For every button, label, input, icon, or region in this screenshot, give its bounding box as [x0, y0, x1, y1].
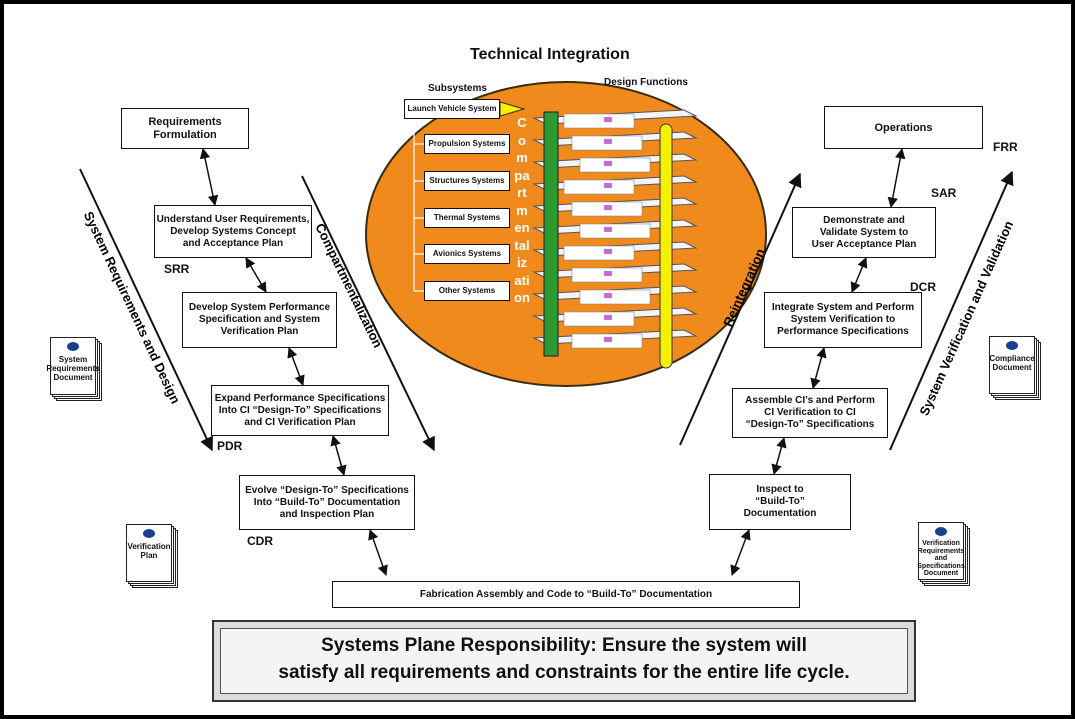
responsibility-banner: Systems Plane Responsibility: Ensure the…: [212, 620, 916, 702]
box-assemble-cis: Assemble CI’s and Perform CI Verificatio…: [732, 388, 888, 438]
box-evolve-design-to: Evolve “Design-To” Specifications Into “…: [239, 475, 415, 530]
design-plane-marker: [604, 161, 612, 166]
box-demonstrate-validate: Demonstrate and Validate System to User …: [792, 207, 936, 258]
box-operations: Operations: [824, 106, 983, 149]
link-r1: [730, 529, 751, 576]
doc-verification-plan: Verification Plan: [126, 524, 178, 588]
box-integrate-system: Integrate System and Perform System Veri…: [764, 292, 922, 348]
doc-system-requirements: System Requirements Document: [46, 337, 102, 401]
doc-verification-requirements: Verification Requirements and Specificat…: [917, 522, 970, 586]
link-l2: [245, 257, 267, 293]
design-functions-header: Design Functions: [604, 77, 688, 88]
doc-label: Compliance Document: [989, 354, 1035, 372]
design-plane-marker: [604, 293, 612, 298]
design-plane-marker: [604, 139, 612, 144]
subsystems-header: Subsystems: [428, 83, 487, 94]
link-r2: [771, 436, 787, 476]
design-plane-face: [563, 245, 635, 261]
link-l1: [199, 147, 219, 207]
design-plane-face: [579, 223, 651, 239]
design-plane-face: [563, 311, 635, 327]
subsystem-thermal: Thermal Systems: [424, 208, 510, 228]
design-plane-face: [563, 179, 635, 195]
milestone-cdr: CDR: [247, 534, 273, 548]
design-plane-marker: [604, 337, 612, 342]
link-r3: [810, 346, 827, 390]
yellow-bar: [659, 123, 673, 369]
milestone-srr: SRR: [164, 262, 190, 276]
doc-compliance: Compliance Document: [989, 336, 1041, 400]
design-plane-face: [579, 157, 651, 173]
box-system-performance-spec: Develop System Performance Specification…: [182, 292, 337, 348]
outer-right-arrow: [889, 170, 1014, 451]
nasa-logo-icon: [67, 342, 79, 351]
doc-label: Verification Requirements and Specificat…: [917, 540, 965, 577]
design-plane-marker: [604, 249, 612, 254]
subsystem-propulsion: Propulsion Systems: [424, 134, 510, 154]
design-plane-marker: [604, 205, 612, 210]
doc-label: System Requirements Document: [46, 355, 100, 382]
green-bar: [543, 111, 559, 357]
design-plane-face: [563, 113, 635, 129]
outer-left-arrow: [79, 168, 213, 452]
design-function-stack: [532, 109, 698, 369]
page-title: Technical Integration: [470, 46, 630, 63]
box-understand-user-requirements: Understand User Requirements, Develop Sy…: [154, 205, 312, 258]
compartmentalization-vertical-label: Compartmentalization: [514, 115, 530, 305]
inner-left-arrow: [301, 175, 435, 452]
link-r5: [887, 147, 906, 209]
link-l5: [368, 529, 388, 576]
box-requirements-formulation: Requirements Formulation: [121, 108, 249, 149]
nasa-logo-icon: [1006, 341, 1018, 350]
connectors-layer: [79, 81, 1014, 576]
subsystem-structures: Structures Systems: [424, 171, 510, 191]
nasa-logo-icon: [935, 527, 947, 536]
doc-label: Verification Plan: [127, 542, 171, 560]
inner-right-arrow: [679, 172, 802, 446]
milestone-pdr: PDR: [217, 439, 243, 453]
diagram-frame: Technical Integration Subsystems Design …: [4, 4, 1071, 715]
design-plane-marker: [604, 315, 612, 320]
subsystem-avionics: Avionics Systems: [424, 244, 510, 264]
subsystem-launch-vehicle: Launch Vehicle System: [404, 99, 500, 119]
milestone-dcr: DCR: [910, 280, 936, 294]
subsystem-other: Other Systems: [424, 281, 510, 301]
box-fabrication: Fabrication Assembly and Code to “Build-…: [332, 581, 800, 608]
milestone-sar: SAR: [931, 186, 957, 200]
banner-text: Systems Plane Responsibility: Ensure the…: [278, 635, 850, 683]
nasa-logo-icon: [143, 529, 155, 538]
milestone-frr: FRR: [993, 140, 1018, 154]
link-l3: [287, 347, 305, 386]
design-plane-marker: [604, 271, 612, 276]
design-plane-marker: [604, 227, 612, 232]
design-plane-face: [579, 289, 651, 305]
design-plane-marker: [604, 117, 612, 122]
design-plane-marker: [604, 183, 612, 188]
box-expand-performance-spec: Expand Performance Specifications Into C…: [211, 385, 389, 436]
box-inspect-build-to: Inspect to “Build-To” Documentation: [709, 474, 851, 530]
link-r4: [850, 257, 868, 293]
link-l4: [330, 434, 347, 477]
pointer-arrow: [499, 101, 526, 117]
subsystem-tree: [413, 116, 424, 292]
